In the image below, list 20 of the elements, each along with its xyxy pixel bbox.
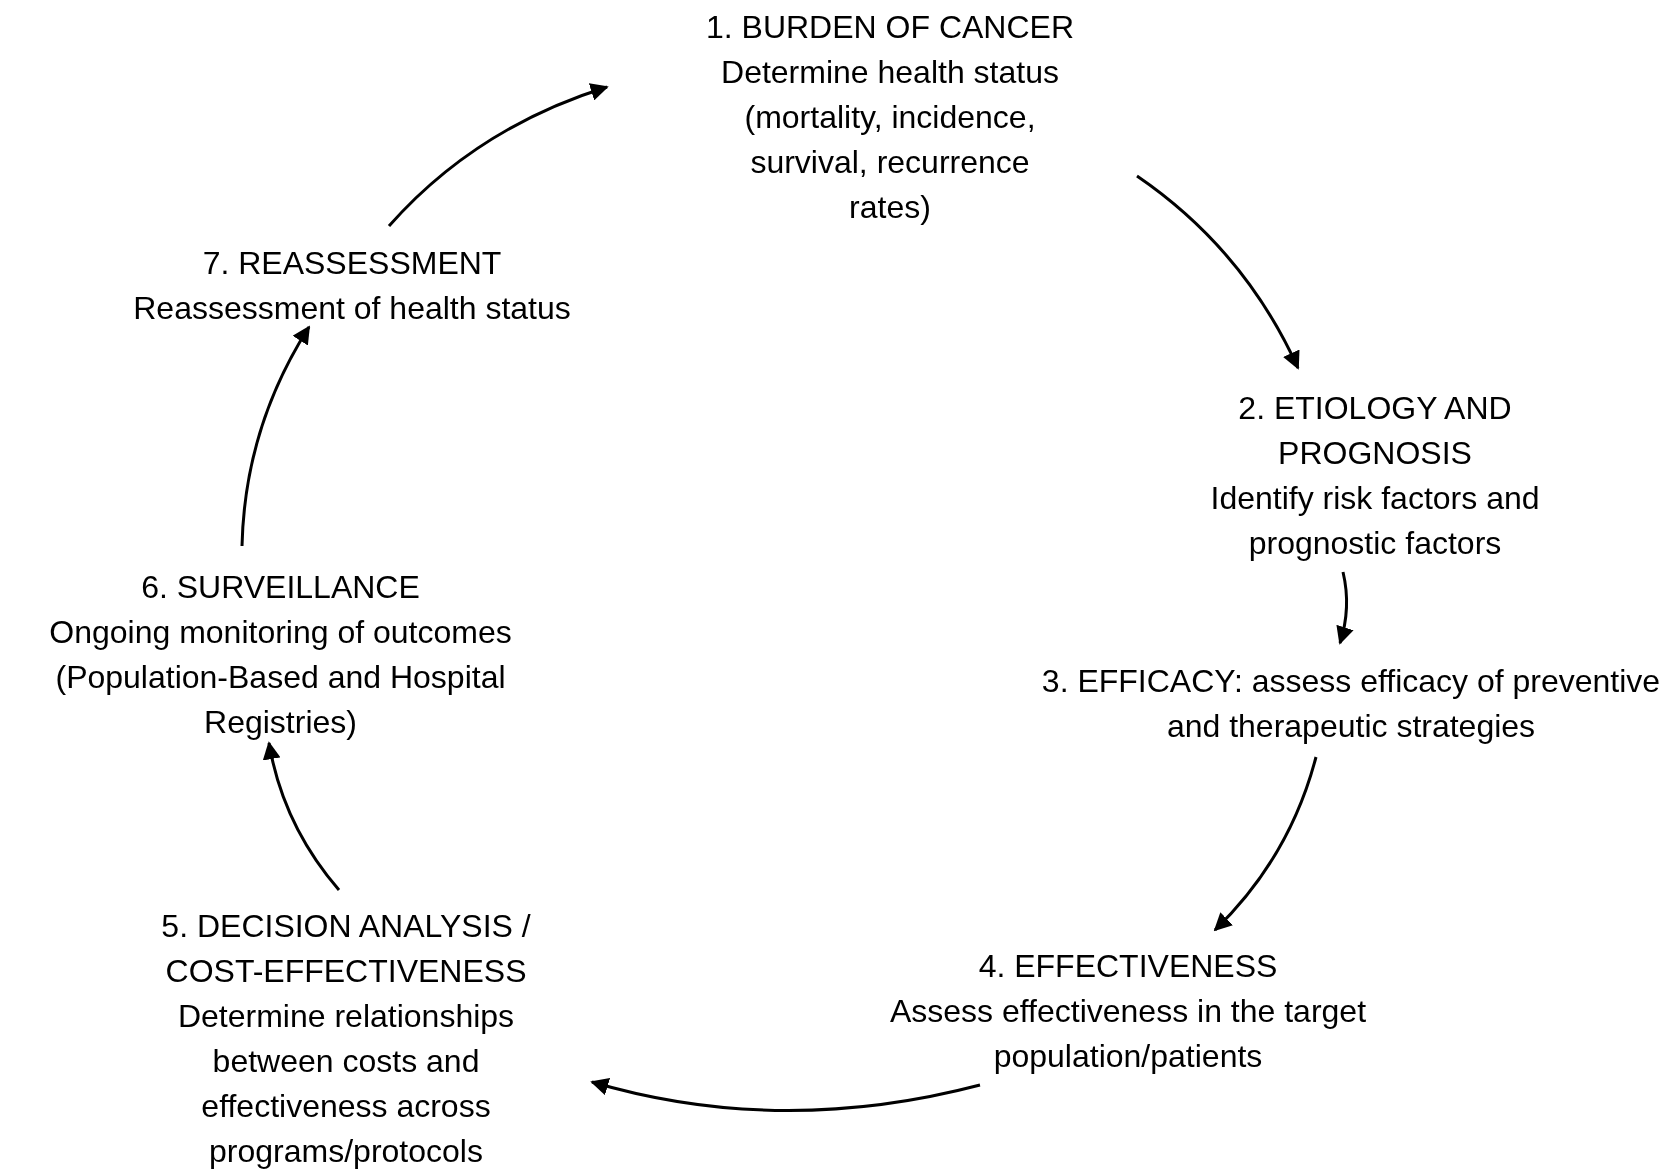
arrow — [1213, 756, 1318, 932]
step-heading: 1. BURDEN OF CANCER — [705, 8, 1074, 47]
step-heading: 7. REASSESSMENT — [202, 244, 502, 283]
step-heading: 4. EFFECTIVENESS — [978, 947, 1278, 986]
step-heading: 3. EFFICACY: assess efficacy of preventive and therapeutic strategies — [1040, 662, 1662, 746]
arrow — [590, 1077, 981, 1112]
arrow — [263, 741, 341, 891]
step-heading: 6. SURVEILLANCE — [141, 568, 420, 607]
arrow — [387, 83, 609, 227]
arrow — [1136, 174, 1300, 370]
step-description: Determine health status (mortality, incidence, survival, recurrence rates) — [720, 53, 1060, 227]
arrow — [1336, 571, 1354, 645]
step-description: Assess effectiveness in the target population/patients — [888, 992, 1368, 1076]
step-heading: 5. DECISION ANALYSIS / COST-EFFECTIVENESS — [160, 907, 532, 991]
arrow — [240, 325, 311, 547]
step-description: Identify risk factors and prognostic factors — [1209, 479, 1541, 563]
step-description: Ongoing monitoring of outcomes (Population-Based and Hospital Registries) — [48, 613, 513, 742]
step-description: Reassessment of health status — [133, 289, 571, 328]
step-description: Determine relationships between costs and effectiveness across programs/protocols — [176, 997, 516, 1170]
step-heading: 2. ETIOLOGY AND PROGNOSIS — [1237, 389, 1513, 473]
